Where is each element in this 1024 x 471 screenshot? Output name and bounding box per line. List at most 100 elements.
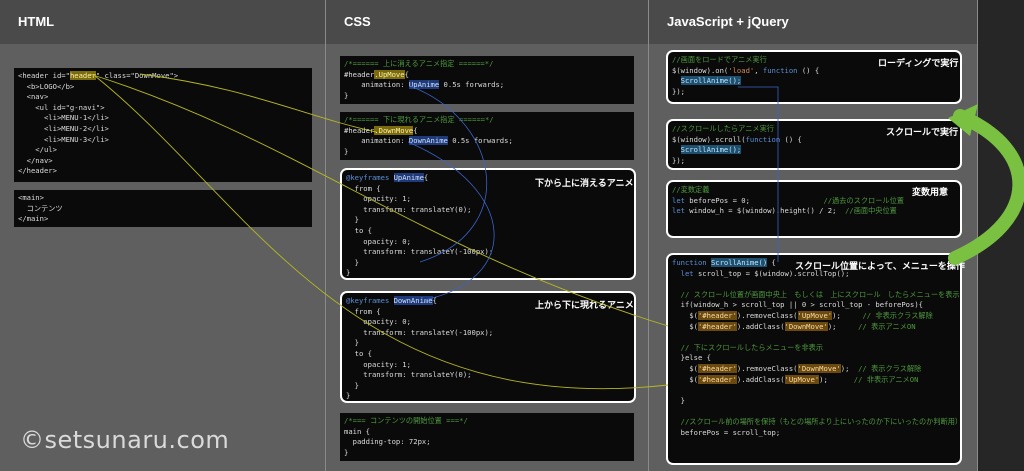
code-line: コンテンツ [18,204,308,215]
code-line: /*=== コンテンツの開始位置 ===*/ [344,416,630,427]
code-token: { [413,125,418,135]
js-scrollanime-function: function ScrollAnime() { let scroll_top … [666,253,962,465]
code-line: } [346,258,630,269]
code-token: } [346,380,359,390]
code-token: opacity: 0; [346,236,411,246]
code-line: } [346,268,630,278]
code-token: ScrollAnime(); [680,145,742,155]
code-token: beforePos = scroll_top; [672,427,781,437]
code-token: let [672,206,685,216]
code-token: transform: translateY(0); [346,370,472,380]
code-token: 'UpMove' [784,374,820,384]
code-token: } [672,395,685,405]
code-line: <li>MENU-2</li> [18,124,308,135]
code-token: transform: translateY(-100px); [346,327,494,337]
code-token: </main> [18,214,49,224]
code-token: }); [672,86,685,96]
code-token: 'DownMove' [797,363,841,373]
code-token: #header [344,69,375,79]
code-line: $('#header').addClass('DownMove'); // 表示… [672,321,956,333]
code-line: <li>MENU-3</li> [18,135,308,146]
code-line: transform: translateY(-100px); [346,247,630,258]
code-token: '#header' [697,363,737,373]
code-token: // 下にスクロールしたらメニューを非表示 [672,342,824,352]
code-token: $( [672,321,698,331]
code-token: UpAnime [408,80,440,90]
code-token: // 非表示アニメON [853,374,919,384]
code-token: ); [840,363,859,373]
code-token: beforePos = 0; [684,195,824,205]
code-token: to { [346,225,372,235]
code-line: opacity: 1; [346,194,630,205]
code-token: //画面をロードでアニメ実行 [672,55,767,64]
code-line: } [346,381,630,392]
html-main-code: <main> コンテンツ</main> [14,190,312,227]
code-token: // 非表示クラス解除 [862,310,933,320]
code-line: ScrollAnime(); [672,145,956,156]
code-line: to { [346,226,630,237]
code-token: () { [797,65,820,75]
js-scroll-code: //スクロールしたらアニメ実行$(window).scroll(function… [666,119,962,170]
code-line: #header.UpMove{ [344,69,630,81]
code-token: $(window).scroll( [672,134,746,144]
code-line: <ul id="g-navi"> [18,103,308,114]
code-token: <main> [18,193,44,202]
code-token: 'UpMove' [797,310,833,320]
code-token: " class="DownMove"> [95,71,179,80]
code-token: } [346,257,359,267]
code-token: // 表示アニメON [858,321,916,331]
code-token: // スクロール位置が画面中央上 もしくは 上にスクロール したらメニューを表示 [672,289,960,299]
code-token: 0.5s forwards; [439,80,505,90]
code-token: { [404,69,409,79]
code-token: from { [346,183,381,193]
code-token: { [423,173,429,182]
js-column-header: JavaScript + jQuery [649,0,977,44]
code-token: ).addClass( [736,321,785,331]
code-token: <b>LOGO</b> [18,81,75,91]
code-token: opacity: 0; [346,317,411,327]
code-token: ); [832,310,863,320]
css-main-code: /*=== コンテンツの開始位置 ===*/main { padding-top… [340,413,634,461]
code-token: コンテンツ [18,203,63,213]
code-line: let scroll_top = $(window).scrollTop(); [672,269,956,280]
code-line: </nav> [18,156,308,167]
code-token: </header> [18,166,57,176]
code-line: main { [344,427,630,438]
code-token: 'DownMove' [784,321,828,331]
code-token: } [346,268,351,278]
code-line: to { [346,349,630,360]
code-token: <nav> [18,92,49,102]
code-line: opacity: 0; [346,237,630,248]
code-line: padding-top: 72px; [344,437,630,448]
code-line: ScrollAnime(); [672,76,956,87]
code-line: } [344,147,630,158]
code-token: animation: [344,80,409,90]
code-line: $(window).on('load', function () { [672,66,956,77]
code-token: if(window_h > scroll_top || 0 > scroll_t… [672,300,923,310]
code-token: '#header' [697,321,737,331]
code-token: //スクロール前の場所を保持（もとの場所より上にいったのか下にいったのか判断用） [672,416,962,426]
code-token: } [346,391,351,401]
code-token: { [767,258,776,267]
column-divider [648,0,649,471]
code-line: </main> [18,214,308,225]
code-token: padding-top: 72px; [344,437,431,447]
code-line: function ScrollAnime() { [672,258,956,269]
code-line [672,279,956,290]
code-line: } [346,215,630,226]
code-line: <main> [18,193,308,204]
code-line: // スクロール位置が画面中央上 もしくは 上にスクロール したらメニューを表示 [672,290,960,301]
code-line: beforePos = scroll_top; [672,428,956,439]
code-line: opacity: 0; [346,317,630,328]
code-token: $( [672,310,698,320]
code-token: #header [344,125,375,135]
code-line: } [346,391,630,401]
code-token: main { [344,426,370,436]
code-token [672,145,681,154]
code-token: function [745,134,781,144]
code-line: #header.DownMove{ [344,125,630,137]
code-line: transform: translateY(0); [346,370,630,381]
code-token: }); [672,155,685,165]
code-line: if(window_h > scroll_top || 0 > scroll_t… [672,300,956,311]
code-token: } [344,90,349,100]
